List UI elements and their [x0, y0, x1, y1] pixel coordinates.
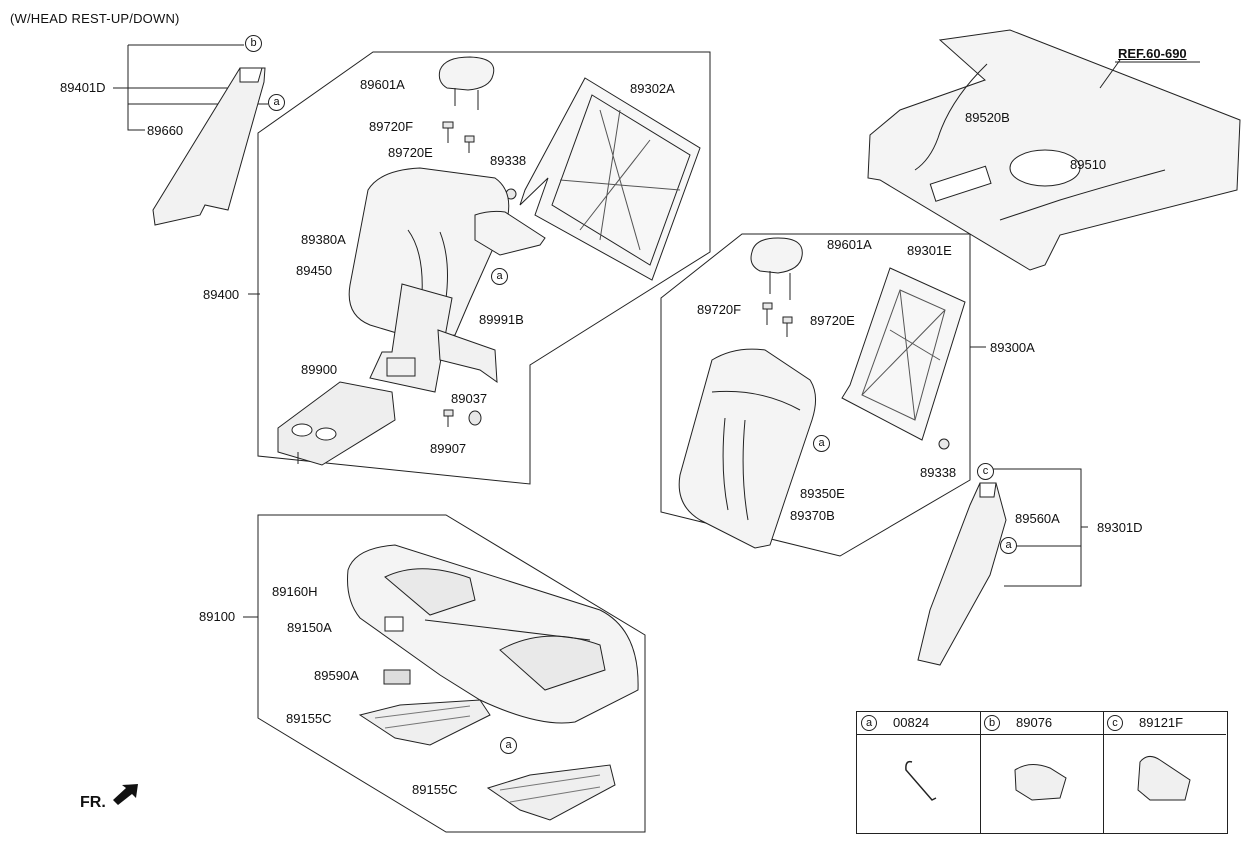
- part-label-89520B: 89520B: [965, 110, 1010, 125]
- callout-b: b: [245, 35, 262, 52]
- part-label-89155C-2: 89155C: [412, 782, 458, 797]
- cushion-group-outline: [257, 514, 646, 833]
- callout-a-5: a: [500, 737, 517, 754]
- part-label-89900: 89900: [301, 362, 338, 377]
- part-label-89100: 89100: [199, 609, 236, 624]
- part-label-89590A: 89590A: [314, 668, 359, 683]
- part-label-89907: 89907: [430, 441, 467, 456]
- callout-a-2: a: [491, 268, 508, 285]
- part-label-89370B: 89370B: [790, 508, 835, 523]
- callout-a-4: a: [1000, 537, 1017, 554]
- headrest-1: [438, 56, 495, 110]
- part-label-89560A: 89560A: [1015, 511, 1060, 526]
- callout-a-3: a: [813, 435, 830, 452]
- seatback-frame-right: [841, 267, 966, 441]
- part-label-89400: 89400: [203, 287, 240, 302]
- legend-letter-a: a: [861, 715, 877, 731]
- part-label-89720F-2: 89720F: [697, 302, 742, 317]
- part-label-89720E-1: 89720E: [388, 145, 433, 160]
- clip-89121F: [1137, 756, 1191, 801]
- seat-mat-2: [486, 764, 616, 821]
- seatback-right-group-outline: [660, 233, 971, 557]
- callout-a-1: a: [268, 94, 285, 111]
- header-note: (W/HEAD REST-UP/DOWN): [10, 11, 180, 26]
- armrest-bracket: [369, 283, 498, 393]
- part-label-89720E-2: 89720E: [810, 313, 855, 328]
- part-label-89660: 89660: [147, 123, 184, 138]
- front-marker: FR.: [80, 794, 106, 811]
- seatback-frame-left: [519, 77, 701, 281]
- seat-cushion: [347, 544, 639, 724]
- legend-letter-c: c: [1107, 715, 1123, 731]
- part-label-89301D: 89301D: [1097, 520, 1143, 535]
- part-label-89510: 89510: [1070, 157, 1107, 172]
- headrest-2: [750, 237, 803, 300]
- part-label-89450: 89450: [296, 263, 333, 278]
- front-arrow: [113, 784, 138, 805]
- part-label-89150A: 89150A: [287, 620, 332, 635]
- part-label-89037: 89037: [451, 391, 488, 406]
- part-label-89991B: 89991B: [479, 312, 524, 327]
- part-label-89338-1: 89338: [490, 153, 527, 168]
- seatback-cover-left: [348, 167, 546, 341]
- seat-mat-1: [358, 699, 491, 746]
- seatback-left-group-outline: [257, 51, 711, 485]
- part-label-89301E: 89301E: [907, 243, 952, 258]
- part-label-89601A-1: 89601A: [360, 77, 405, 92]
- b-pillar-trim-left: [152, 67, 266, 226]
- part-label-89338-2: 89338: [920, 465, 957, 480]
- clip-89076: [1014, 764, 1067, 801]
- legend-letter-b: b: [984, 715, 1000, 731]
- reference-label: REF.60-690: [1118, 46, 1187, 61]
- seatback-cover-right: [678, 348, 816, 549]
- legend-code-a: 00824: [893, 715, 930, 730]
- part-label-89720F-1: 89720F: [369, 119, 414, 134]
- legend-table: a 00824 b 89076 c 89121F: [856, 711, 1228, 834]
- clip-00824: [905, 760, 937, 801]
- part-label-89350E: 89350E: [800, 486, 845, 501]
- legend-code-c: 89121F: [1139, 715, 1184, 730]
- callout-c: c: [977, 463, 994, 480]
- armrest: [277, 381, 396, 466]
- part-label-89160H: 89160H: [272, 584, 318, 599]
- part-label-89302A: 89302A: [630, 81, 675, 96]
- part-label-89380A: 89380A: [301, 232, 346, 247]
- part-label-89155C-1: 89155C: [286, 711, 332, 726]
- legend-code-b: 89076: [1016, 715, 1053, 730]
- legend-col-b: b 89076: [980, 712, 1104, 833]
- legend-col-c: c 89121F: [1103, 712, 1226, 833]
- rear-shelf: [867, 29, 1241, 271]
- part-label-89300A: 89300A: [990, 340, 1035, 355]
- seat-module: [383, 669, 411, 685]
- legend-col-a: a 00824: [857, 712, 981, 833]
- b-pillar-trim-right: [917, 482, 1007, 666]
- part-label-89601A-2: 89601A: [827, 237, 872, 252]
- part-label-89401D: 89401D: [60, 80, 106, 95]
